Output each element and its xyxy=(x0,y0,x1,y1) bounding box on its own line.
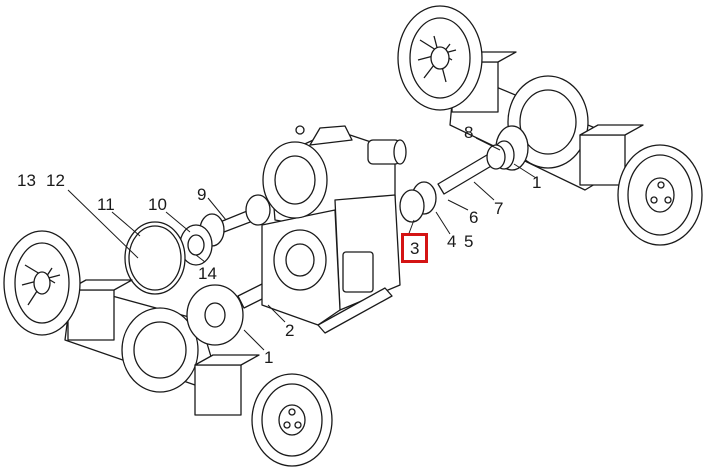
brake-disc xyxy=(124,221,186,295)
front-right-wheel-hub xyxy=(251,373,333,467)
callout-10: 10 xyxy=(148,195,167,214)
leader-lines xyxy=(67,137,537,351)
front-axle xyxy=(64,279,260,416)
callout-14: 14 xyxy=(198,264,217,283)
callout-11: 11 xyxy=(97,195,115,214)
callout-6: 6 xyxy=(469,208,479,227)
callout-13: 13 xyxy=(17,171,36,190)
rear-right-wheel-hub xyxy=(617,144,703,246)
callout-7: 7 xyxy=(494,199,504,218)
front-left-wheel-hub xyxy=(3,230,81,336)
callout-1-front: 1 xyxy=(264,348,274,367)
callout-2: 2 xyxy=(285,321,295,340)
transmission xyxy=(261,125,407,334)
callout-1-rear: 1 xyxy=(532,173,542,192)
parking-brake-shaft xyxy=(179,194,271,266)
callout-3-highlighted[interactable]: 3 xyxy=(400,233,429,263)
rear-left-wheel-hub xyxy=(397,5,483,111)
callout-5: 5 xyxy=(464,232,474,251)
callout-4: 4 xyxy=(447,232,457,251)
callout-9: 9 xyxy=(197,185,207,204)
callout-12: 12 xyxy=(46,171,65,190)
rear-axle xyxy=(449,51,644,191)
rear-drive-shaft xyxy=(399,144,506,223)
callout-8: 8 xyxy=(464,123,474,142)
